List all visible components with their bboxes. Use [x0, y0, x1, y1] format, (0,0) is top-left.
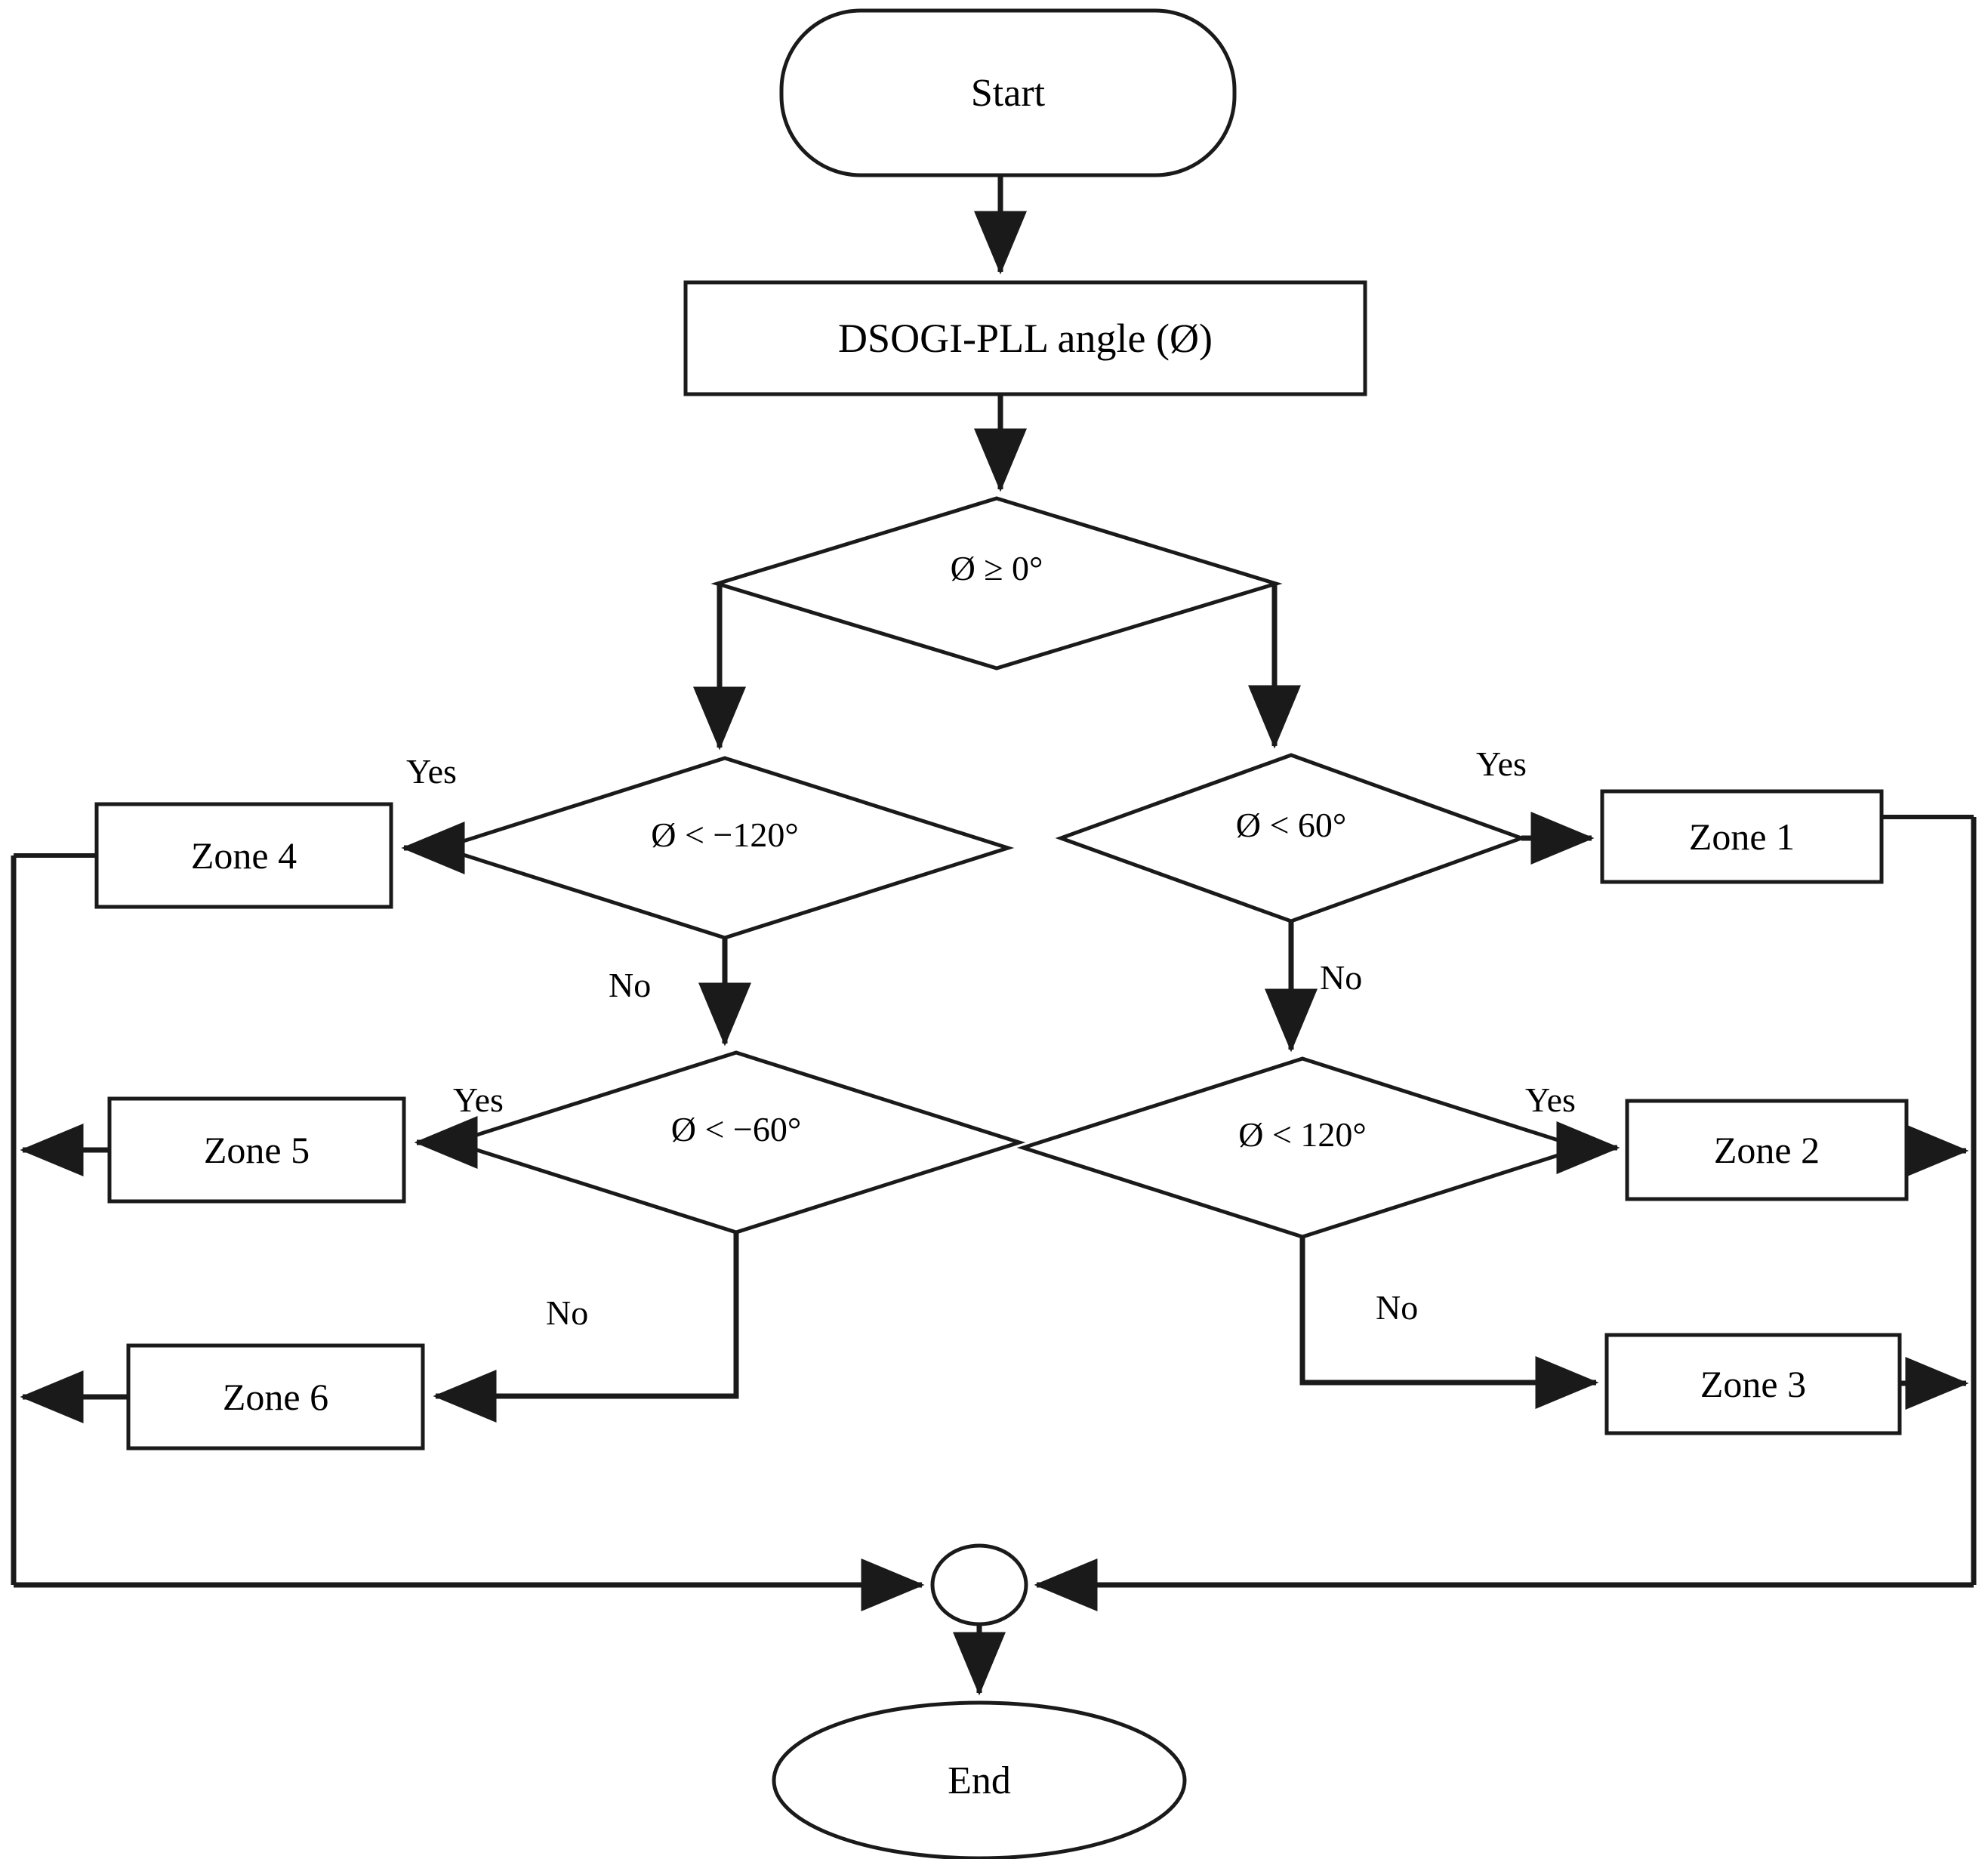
- zone2-shape: [1625, 1099, 1909, 1201]
- junction-shape: [930, 1543, 1028, 1626]
- zone1-shape: [1600, 789, 1884, 884]
- end-shape: [772, 1700, 1187, 1859]
- zone3-shape: [1604, 1333, 1902, 1435]
- edge-label-no-60: No: [1320, 958, 1363, 997]
- edge-label-no-neg120: No: [609, 966, 652, 1004]
- edge-label-yes-60: Yes: [1476, 745, 1527, 783]
- edge-120-no-to-zone3: [1299, 1237, 1599, 1409]
- zone4-shape: [94, 802, 393, 909]
- decision-root-shape: [710, 496, 1283, 671]
- edge-label-yes-120: Yes: [1525, 1081, 1576, 1119]
- decision-neg120-shape: [435, 756, 1015, 940]
- edge-label-no-120: No: [1376, 1288, 1419, 1327]
- decision-neg60-shape: [446, 1050, 1026, 1235]
- edge-label-no-neg60: No: [546, 1293, 589, 1332]
- edge-label-yes-neg60: Yes: [453, 1081, 504, 1119]
- decision-60-shape: [1055, 753, 1527, 923]
- decision-120-shape: [1016, 1056, 1589, 1239]
- edge-neg60-no-to-zone6: [433, 1232, 739, 1423]
- zone6-shape: [126, 1343, 425, 1451]
- pll-shape: [683, 280, 1367, 396]
- edge-label-yes-neg120: Yes: [406, 752, 457, 791]
- zone5-shape: [107, 1096, 406, 1204]
- start-shape: [779, 8, 1237, 177]
